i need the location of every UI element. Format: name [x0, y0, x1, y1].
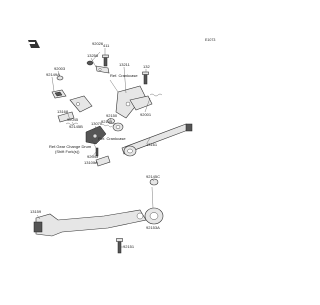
ref-crankcase-mid: Ref. Crankcase	[98, 136, 126, 141]
label-13211: 13211	[119, 62, 131, 67]
label-13258: 13258	[87, 53, 99, 58]
shift-arm-plate	[69, 95, 93, 113]
washer-92145C	[149, 178, 159, 186]
collar-92150	[107, 118, 115, 124]
label-132: 132	[143, 64, 150, 69]
bolt-92151	[116, 238, 123, 254]
label-92151: 92151	[123, 244, 135, 249]
label-92145C: 92145C	[146, 174, 160, 179]
label-13159: 13159	[30, 209, 42, 214]
label-92153A: 92153A	[146, 225, 160, 230]
diagram-canvas: E1073	[28, 38, 215, 254]
label-13100A: 13100A	[84, 160, 98, 165]
label-13168: 13168	[57, 109, 69, 114]
part-labels: 92026 411 13258 92003 92149A 13211 132 9…	[30, 41, 160, 249]
figure-code: E1073	[205, 38, 215, 42]
bolt-411	[102, 54, 109, 67]
bracket-13211	[115, 85, 153, 119]
clip-92149A	[51, 89, 67, 99]
label-92045: 92045	[67, 117, 79, 122]
parts-diagram: E1073	[28, 38, 215, 254]
boot-92153A	[144, 207, 164, 225]
ref-shift-forks: (Shift Fork(s))	[55, 149, 80, 154]
label-92001: 92001	[140, 112, 152, 117]
bolt-132	[142, 71, 149, 85]
spring-92145B	[112, 122, 124, 132]
reference-notes: Ref. Crankcase Ref. Crankcase Ref.Gear C…	[49, 73, 138, 154]
label-411: 411	[103, 43, 110, 48]
plate-13100A	[95, 155, 111, 167]
label-13161: 13161	[146, 142, 158, 147]
label-92149A: 92149A	[46, 72, 60, 77]
label-92043: 92043	[87, 154, 99, 159]
shift-shaft-13161	[121, 123, 193, 157]
label-92150: 92150	[106, 113, 118, 118]
ref-crankcase-top: Ref. Crankcase	[110, 73, 138, 78]
label-92145: 92145	[101, 119, 113, 124]
spring-92145	[105, 124, 113, 128]
label-92145B: 92145B	[69, 124, 83, 129]
pawl-13168	[57, 111, 75, 123]
spring-92045	[65, 122, 79, 126]
label-92026: 92026	[92, 41, 104, 46]
ref-gear-change-drum: Ref.Gear Change Drum	[49, 144, 92, 149]
spring-92001	[149, 93, 163, 97]
label-13070: 13070	[91, 121, 103, 126]
kawasaki-logo-icon	[28, 40, 40, 48]
nut-92026	[86, 60, 94, 66]
link-rod-13258	[95, 65, 110, 74]
shift-pedal-13159	[33, 209, 147, 237]
leader-lines	[36, 48, 155, 248]
label-92003: 92003	[54, 66, 66, 71]
ratchet-13070	[85, 125, 107, 145]
